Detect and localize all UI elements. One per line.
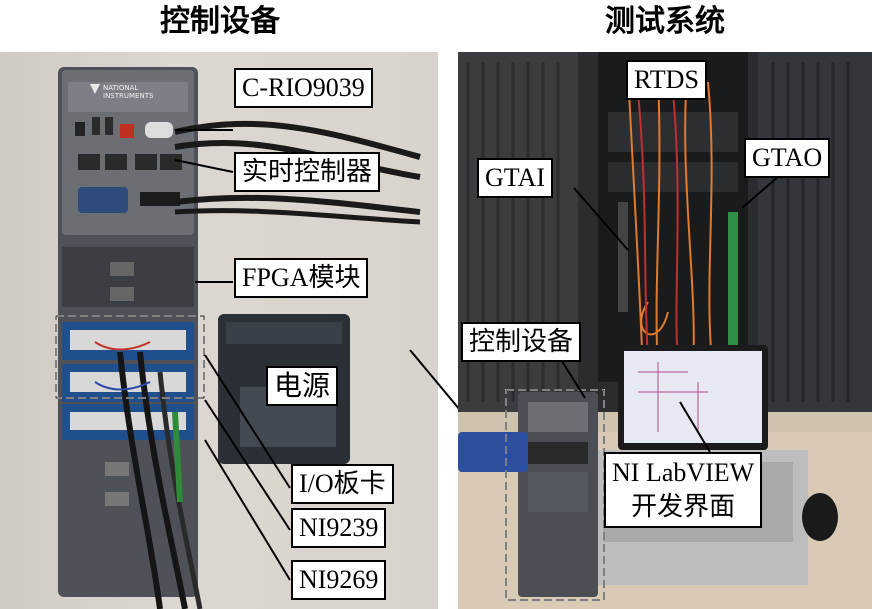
mouse <box>802 493 838 541</box>
left-panel-title: 控制设备 <box>160 4 280 39</box>
label-fpga-module: FPGA模块 <box>234 258 369 298</box>
label-rtds: RTDS <box>626 60 707 100</box>
label-ni9269: NI9269 <box>291 560 387 600</box>
label-io-card: I/O板卡 <box>291 464 394 504</box>
brand-text-bottom: INSTRUMENTS <box>103 92 154 100</box>
brand-text-top: NATIONAL <box>103 84 138 92</box>
label-control-device: 控制设备 <box>461 322 582 362</box>
right-panel-title: 测试系统 <box>605 4 725 39</box>
label-gtai: GTAI <box>477 158 554 198</box>
label-power-supply: 电源 <box>266 366 339 406</box>
ni-logo-icon: NATIONAL INSTRUMENTS <box>90 84 154 100</box>
label-crio9039: C-RIO9039 <box>234 68 373 108</box>
labview-screen <box>624 351 762 443</box>
label-ni-labview: NI LabVIEW 开发界面 <box>604 452 763 528</box>
left-photo-scene: NATIONAL INSTRUMENTS <box>55 67 421 609</box>
label-gtao: GTAO <box>744 138 831 178</box>
label-realtime-controller: 实时控制器 <box>234 152 381 192</box>
label-ni9239: NI9239 <box>291 508 387 548</box>
